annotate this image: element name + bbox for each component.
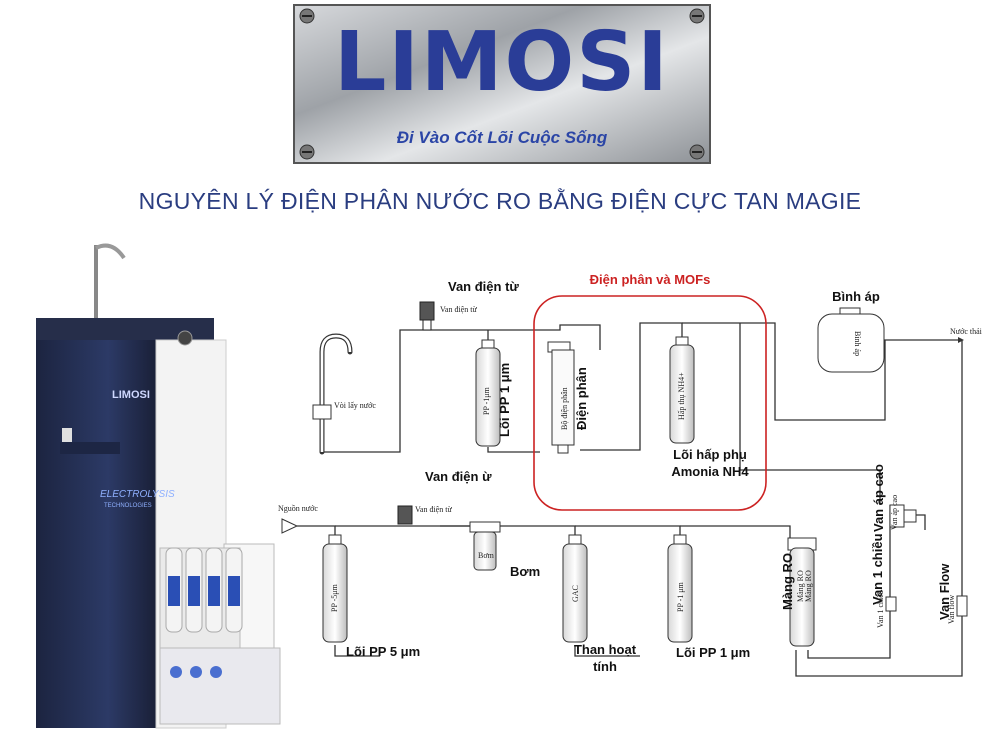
pp5-small-label: PP -5μm	[330, 583, 339, 612]
pp1-top-label: Lõi PP 1 μm	[497, 363, 512, 437]
filter-pp1-bottom	[667, 534, 693, 643]
ro-small-label-2: Màng RO	[804, 570, 813, 602]
page-title: NGUYÊN LÝ ĐIỆN PHÂN NƯỚC RO BẰNG ĐIỆN CỰ…	[138, 188, 862, 214]
tank-label: Bình áp	[832, 289, 880, 304]
check-valve-label: Van 1 chiều	[870, 533, 885, 605]
cabinet-front	[36, 340, 156, 728]
waste-arrow-icon	[958, 337, 964, 343]
solenoid-valve-bottom-icon	[397, 505, 413, 525]
flow-valve-small-label: Van flow	[947, 595, 956, 624]
tank-small-label: Bình áp	[853, 331, 862, 356]
filter-pp1-top	[475, 339, 501, 447]
logo-tagline: Đi Vào Cốt Lõi Cuộc Sống	[396, 128, 608, 147]
pp1-top-small-label: PP -1μm	[482, 386, 491, 415]
adsorb-small-label: Hấp thụ NH4+	[677, 372, 686, 420]
electro-small-label: Bộ điện phân	[560, 387, 569, 430]
adsorb-label-line1: Lõi hấp phụ	[673, 447, 747, 462]
screw-icon	[299, 8, 705, 160]
valve-bottom-small-label: Van điện từ	[415, 505, 452, 514]
high-pressure-label: Van áp cao	[871, 464, 886, 532]
filter-pp5	[322, 534, 348, 643]
flow-valve-icon	[956, 595, 968, 617]
pressure-tank-icon	[817, 307, 885, 373]
pump-label: Bơm	[510, 564, 540, 579]
pump-icon	[469, 521, 501, 571]
control-box	[159, 647, 281, 725]
machine-badge-sub: TECHNOLOGIES	[104, 503, 152, 509]
flow-valve-label: Van Flow	[937, 563, 952, 620]
valve-top-label: Van điện từ	[448, 279, 519, 294]
pp1-bottom-small-label: PP -1 μm	[676, 581, 685, 612]
water-source-arrow-icon	[281, 518, 299, 534]
ro-label: Màng RO	[780, 553, 795, 610]
solenoid-valve-top-icon	[419, 301, 435, 331]
logo-wordmark: LIMOSI	[334, 15, 670, 110]
electro-label: Điện phân	[574, 367, 589, 430]
electrolysis-group-label: Điện phân và MOFs	[590, 272, 711, 287]
pipe-network	[297, 322, 963, 677]
waste-label: Nước thải	[950, 327, 983, 336]
check-valve-icon	[885, 596, 897, 612]
gac-label-line2: tính	[593, 659, 617, 674]
pp1-bottom-label: Lõi PP 1 μm	[676, 645, 750, 660]
faucet-icon	[312, 333, 353, 455]
gac-small-label: GAC	[571, 585, 580, 602]
check-valve-small-label: Van 1 chiều	[876, 590, 885, 628]
logo-plate: LIMOSI Đi Vào Cốt Lõi Cuộc Sống	[293, 4, 711, 164]
ro-membrane	[787, 537, 817, 647]
ro-small-label-1: Màng RO	[796, 570, 805, 602]
electrolysis-unit	[547, 341, 575, 454]
faucet-small-label: Vòi lấy nước	[334, 401, 376, 410]
machine-brand: LIMOSI	[112, 389, 150, 401]
valve-mid-label: Van điện ừ	[425, 469, 492, 484]
gac-label-line1: Than hoạt	[574, 642, 637, 657]
source-label: Nguồn nước	[278, 504, 318, 513]
metal-plate-graphic	[293, 4, 711, 164]
electrolysis-group-outline	[533, 295, 767, 511]
ro-machine-illustration: LIMOSI ELECTROLYSIS TECHNOLOGIES	[36, 243, 281, 729]
valve-top-small-label: Van điện từ	[440, 305, 477, 314]
filter-gac	[562, 534, 588, 643]
machine-badge: ELECTROLYSIS	[100, 489, 175, 500]
pump-small-label: Bơm	[478, 551, 495, 560]
faucet-spout-icon	[95, 243, 126, 260]
filter-adsorb-nh4	[669, 336, 695, 444]
adsorb-label-line2: Amonia NH4	[671, 464, 749, 479]
high-pressure-valve-icon	[889, 504, 917, 528]
high-pressure-small-label: Van áp cao	[890, 495, 899, 530]
pp5-label: Lõi PP 5 μm	[346, 644, 420, 659]
